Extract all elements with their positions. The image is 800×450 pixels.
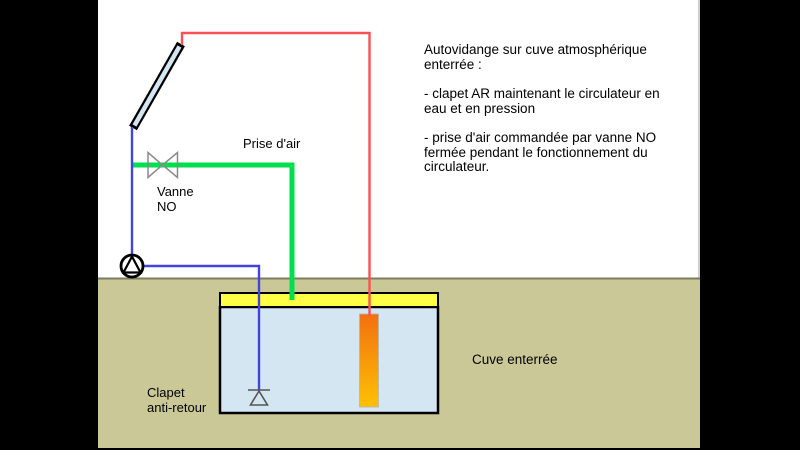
pump-icon xyxy=(119,253,145,279)
pipe-hot xyxy=(180,31,371,316)
valve-no-icon xyxy=(147,150,179,180)
annotation-point-air-intake: - prise d'air commandée par vanne NO fer… xyxy=(424,130,657,174)
immersed-rod xyxy=(359,313,379,408)
label-buried-tank: Cuve enterrée xyxy=(472,352,558,367)
annotation-block: Autovidange sur cuve atmosphérique enter… xyxy=(424,42,716,190)
label-check-valve: Clapet anti-retour xyxy=(147,385,207,415)
annotation-point-check-valve: - clapet AR maintenant le circulateur en… xyxy=(424,86,660,116)
solar-collector-glass xyxy=(132,45,182,127)
check-valve-icon xyxy=(248,389,270,406)
annotation-title: Autovidange sur cuve atmosphérique enter… xyxy=(424,42,647,72)
pipe-cold xyxy=(130,127,261,390)
diagram-canvas: Prise d'air Vanne NO Clapet anti-retour … xyxy=(98,0,700,448)
tank-lid xyxy=(219,292,439,308)
label-valve-no: Vanne NO xyxy=(157,184,194,214)
label-air-intake: Prise d'air xyxy=(243,136,301,151)
tank-body xyxy=(218,305,440,415)
schematic-svg xyxy=(98,31,700,448)
pipe-air-intake xyxy=(132,162,295,300)
